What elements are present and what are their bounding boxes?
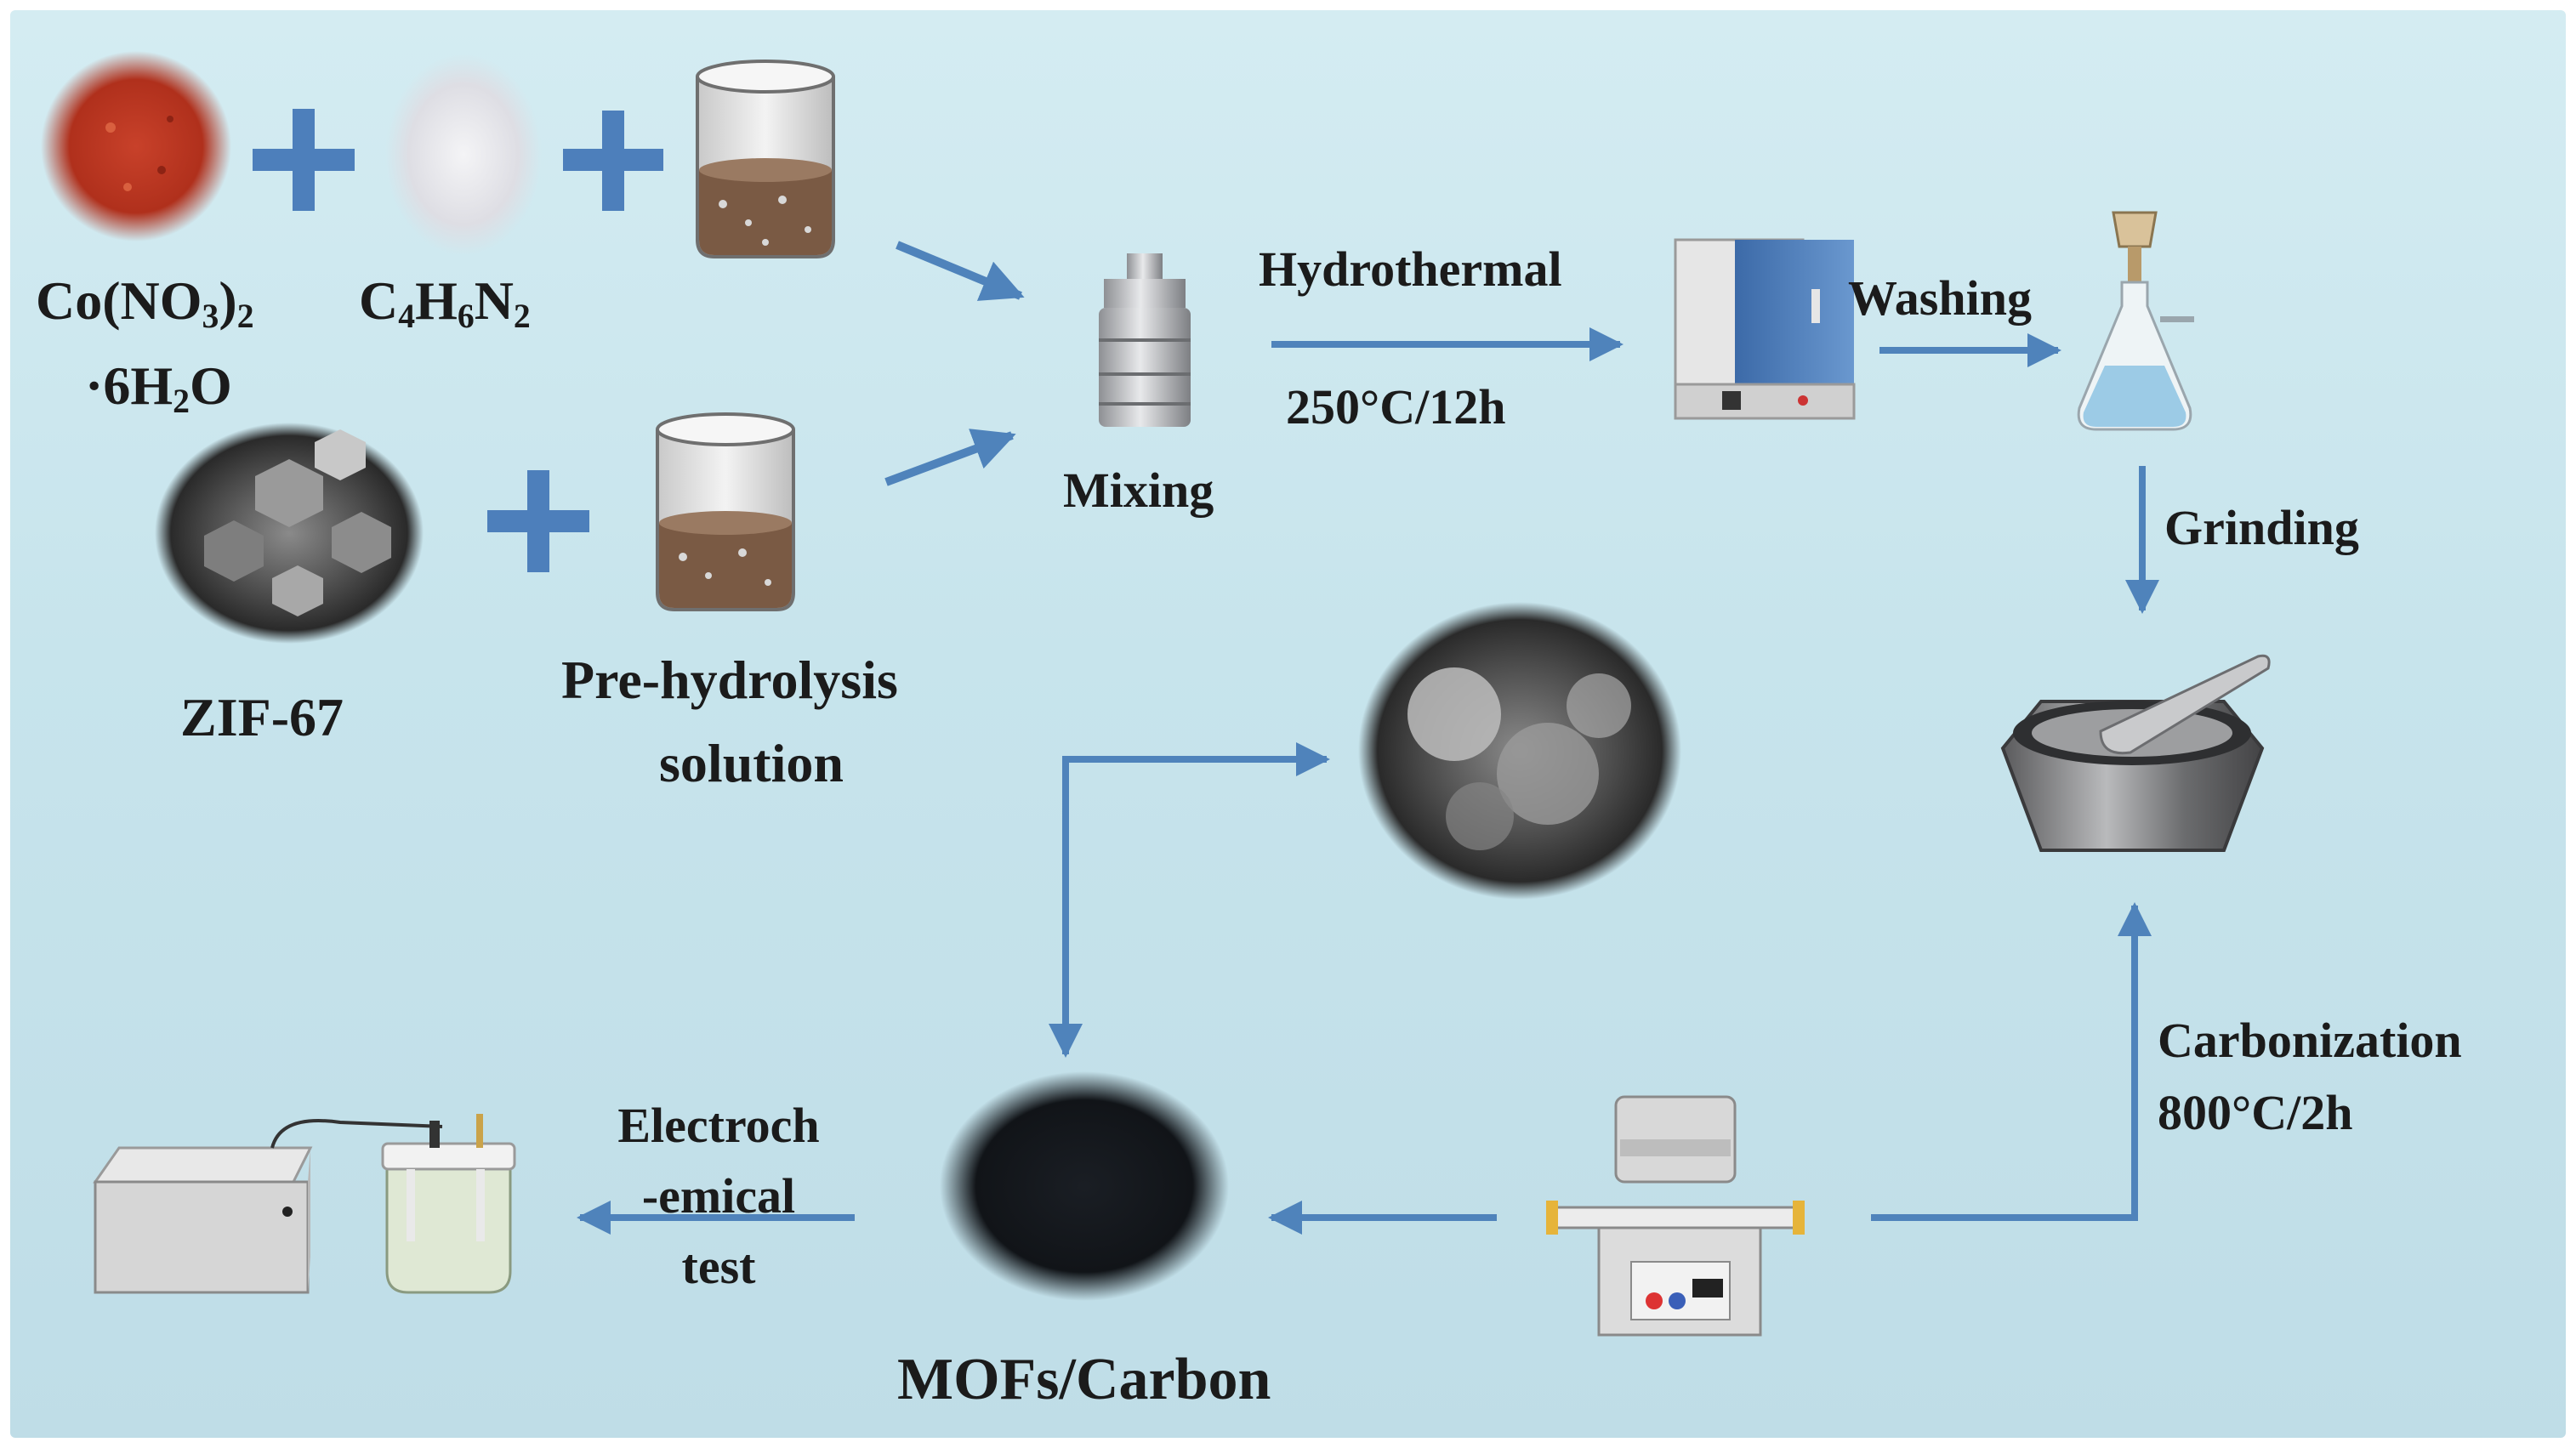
label-line: test	[681, 1239, 756, 1294]
flow-arrow	[1871, 902, 2152, 1221]
autoclave-icon	[1099, 253, 1191, 427]
electrochemical-cell-icon	[381, 1114, 516, 1294]
plus-icon	[253, 109, 355, 211]
flow-arrow	[896, 241, 1025, 301]
subscript: 2	[513, 297, 531, 335]
imidazole-powder-icon	[385, 54, 542, 255]
mofs-carbon-label: MOFs/Carbon	[897, 1347, 1271, 1412]
plus-icon	[563, 111, 663, 211]
subscript: 2	[236, 297, 254, 335]
mixing-label: Mixing	[1063, 463, 1214, 518]
mortar-pestle-icon	[2000, 654, 2271, 852]
beaker-icon	[656, 412, 795, 611]
flow-arrow	[884, 429, 1016, 486]
potentiostat-icon	[93, 1119, 443, 1294]
label-part: Co(NO	[36, 270, 202, 331]
prehydrolysis-label-line2: solution	[659, 733, 844, 793]
grinding-label: Grinding	[2164, 500, 2359, 555]
label-line: -emical	[641, 1168, 796, 1224]
plus-icon	[487, 470, 589, 572]
label-part: O	[189, 355, 232, 416]
carbonization-label: Carbonization	[2158, 1013, 2462, 1068]
subscript: 2	[173, 382, 190, 420]
imidazole-label: C4H6N2	[359, 274, 531, 333]
carbonization-condition-label: 800°C/2h	[2158, 1085, 2353, 1140]
zif67-sem-image-icon	[155, 423, 424, 644]
carbon-powder-icon	[940, 1071, 1229, 1301]
filter-flask-icon	[2077, 211, 2194, 431]
cobalt-nitrate-label: Co(NO3)2	[36, 274, 254, 333]
label-part: C	[359, 270, 399, 331]
hydrothermal-label: Hydrothermal	[1259, 241, 1562, 297]
washing-label: Washing	[1848, 270, 2032, 326]
prehydrolysis-label: Pre-hydrolysis	[561, 650, 898, 710]
cobalt-nitrate-powder-icon	[41, 51, 231, 241]
tube-furnace-icon	[1546, 1095, 1805, 1337]
zif67-label: ZIF-67	[180, 687, 344, 747]
beaker-icon	[696, 60, 835, 258]
subscript: 3	[202, 297, 219, 335]
subscript: 4	[398, 297, 416, 335]
sem-image-icon	[1358, 602, 1681, 900]
electrochemical-test-label: Electroch -emical test	[587, 1090, 850, 1302]
label-part: H	[415, 270, 458, 331]
label-line: Electroch	[617, 1098, 820, 1153]
label-part: ·6H	[85, 355, 173, 416]
subscript: 6	[457, 297, 475, 335]
label-part: )	[219, 270, 237, 331]
hydrothermal-condition-label: 250°C/12h	[1286, 379, 1506, 434]
flow-arrow	[1062, 742, 1330, 1054]
label-part: N	[474, 270, 514, 331]
oven-icon	[1674, 238, 1856, 420]
cobalt-nitrate-label-line2: ·6H2O	[85, 359, 232, 418]
